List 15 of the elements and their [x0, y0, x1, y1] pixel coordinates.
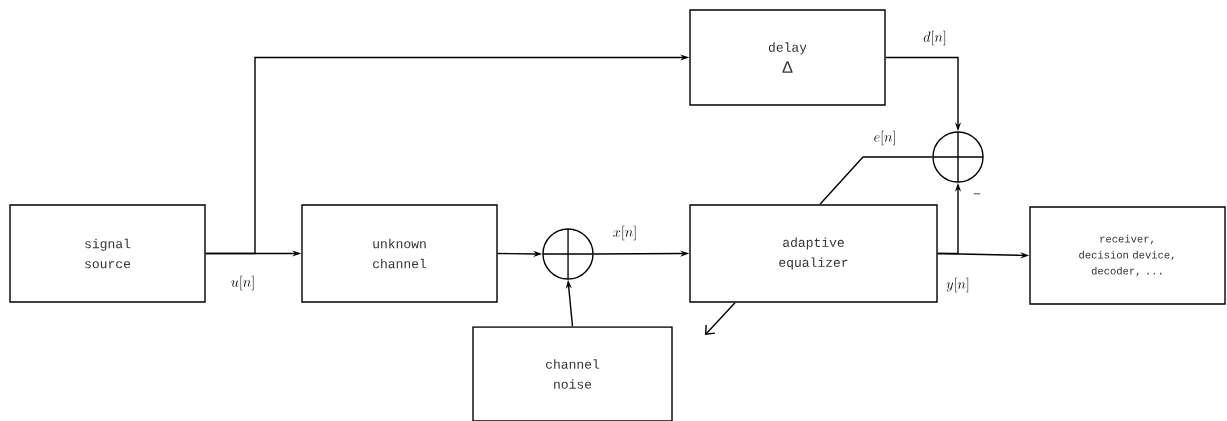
edge-label: $d[n]$ — [922, 29, 948, 47]
block-box: adaptive equalizer — [689, 204, 938, 303]
edge-label: $u[n]$ — [229, 274, 257, 292]
summing-junction — [542, 228, 594, 280]
edge-label: $e[n]$ — [872, 129, 898, 147]
block-box: receiver, decision device, decoder, ... — [1029, 206, 1226, 305]
arrow — [705, 302, 736, 335]
block-box: delay Δ — [689, 9, 886, 106]
summing-junction — [932, 131, 984, 183]
block-box: channel noise — [472, 326, 673, 421]
edge-label: $y[n]$ — [945, 276, 971, 294]
block-box: signal source — [9, 204, 206, 303]
block-box: unknown channel — [301, 204, 498, 303]
sign-label: − — [973, 193, 981, 195]
edge-label: $x[n]$ — [611, 224, 639, 242]
